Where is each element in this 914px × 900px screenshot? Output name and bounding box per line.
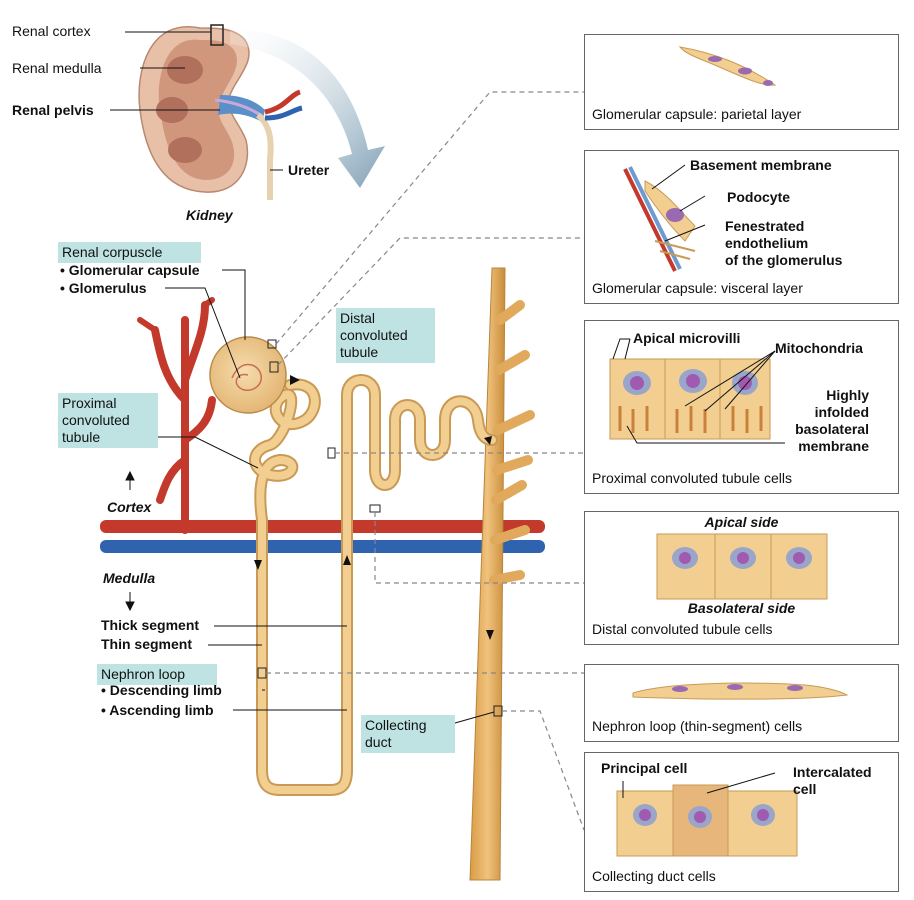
dct-label: Distal convoluted tubule [336, 308, 435, 363]
podocyte-label: Podocyte [727, 189, 791, 205]
panel-pct-cells: Apical microvilli Mitochondria Highly in… [584, 320, 899, 494]
panel-caption: Distal convoluted tubule cells [592, 621, 773, 637]
panel-parietal-layer: Glomerular capsule: parietal layer [584, 34, 899, 130]
nephron-leaders [158, 269, 495, 724]
ureter-label: Ureter [288, 162, 330, 178]
kidney-leaders [110, 31, 283, 171]
apical-microvilli-label: Apical microvilli [633, 330, 741, 346]
renal-corpuscle-label: Renal corpuscle [58, 242, 201, 263]
cortex-label: Cortex [107, 499, 152, 515]
flow-arrows [254, 375, 494, 640]
fenestrated-endothelium-label: Fenestrated endothelium of the glomerulu… [725, 218, 843, 268]
intercalated-cell-label: Intercalated cell [793, 764, 872, 797]
panel-caption: Nephron loop (thin-segment) cells [592, 718, 803, 734]
panel-caption: Proximal convoluted tubule cells [592, 470, 792, 486]
panel-caption: Glomerular capsule: visceral layer [592, 280, 803, 296]
ascending-limb-label: • Ascending limb [101, 702, 214, 718]
renal-corpuscle [209, 336, 287, 414]
renal-pelvis-label: Renal pelvis [12, 102, 94, 118]
mitochondria-label: Mitochondria [775, 340, 863, 356]
basolateral-side-label: Basolateral side [687, 600, 796, 616]
thin-segment-cells-illustration [632, 682, 849, 700]
panel-collecting-duct-cells: Principal cell Intercalated cell Collect… [584, 752, 899, 892]
nephron-loop-label: Nephron loop [97, 664, 217, 685]
glomerulus-label: • Glomerulus [60, 280, 147, 296]
pct-cells-illustration [609, 338, 785, 444]
renal-cortex-label: Renal cortex [12, 23, 91, 39]
panel-caption: Glomerular capsule: parietal layer [592, 106, 802, 122]
collecting-duct-cells-illustration [616, 772, 798, 857]
zoom-arrow-icon [230, 28, 385, 188]
panel-caption: Collecting duct cells [592, 868, 716, 884]
principal-cell-label: Principal cell [601, 760, 688, 776]
panel-dct-cells: Apical side Basolateral side Distal conv… [584, 511, 899, 645]
panel-visceral-layer: Basement membrane Podocyte Fenestrated e… [584, 150, 899, 304]
basement-membrane-label: Basement membrane [690, 157, 832, 173]
collecting-duct-label: Collecting duct [361, 715, 455, 753]
parietal-cells-illustration [678, 46, 777, 86]
medulla-label: Medulla [103, 570, 156, 586]
thin-segment-label: Thin segment [101, 636, 193, 652]
renal-medulla-label: Renal medulla [12, 60, 102, 76]
highly-infolded-membrane-label: Highly infolded basolateral membrane [795, 387, 869, 454]
pct-label: Proximal convoluted tubule [58, 393, 158, 448]
glomerular-capsule-label: • Glomerular capsule [60, 262, 200, 278]
thick-segment-label: Thick segment [101, 617, 200, 633]
visceral-layer-illustration [623, 164, 706, 272]
kidney-title: Kidney [186, 207, 233, 223]
dct-cells-illustration [656, 533, 828, 600]
collecting-duct [469, 267, 535, 881]
descending-limb-label: • Descending limb [101, 682, 222, 698]
region-arrows [125, 470, 135, 612]
panel-connectors [266, 91, 585, 831]
blood-vessels [100, 297, 545, 553]
nephron-tubule [249, 374, 498, 796]
apical-side-label: Apical side [704, 514, 779, 530]
panel-nephron-loop-cells: Nephron loop (thin-segment) cells [584, 664, 899, 742]
